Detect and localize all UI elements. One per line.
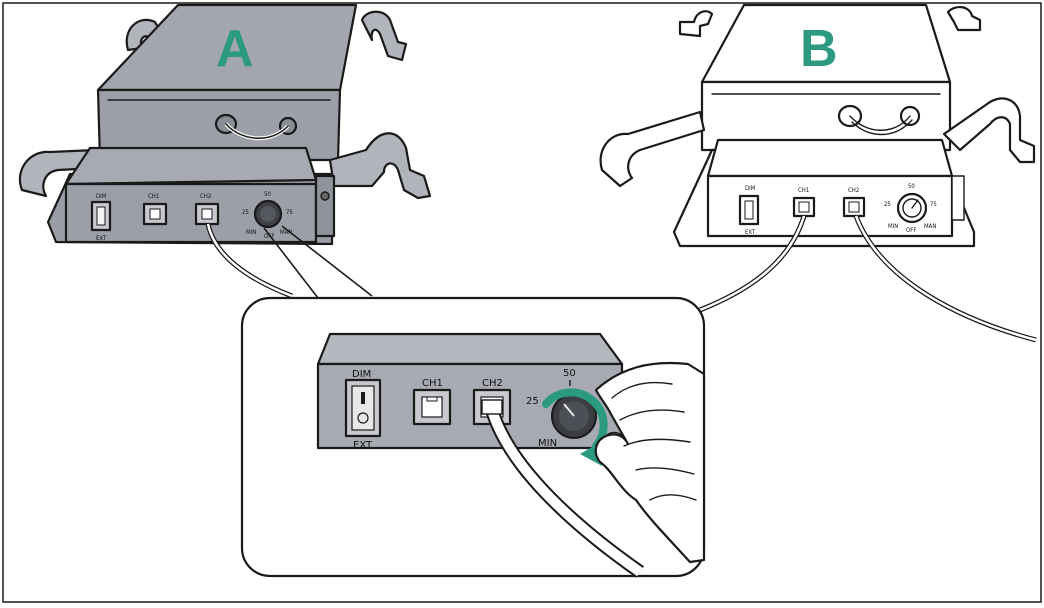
controlbox-a-top: [64, 146, 318, 186]
zoom-box-top: [316, 332, 624, 366]
panel-a-label: A: [216, 20, 254, 78]
knob-a-min: MIN: [246, 229, 256, 236]
device-a: DIM EXT CH1 CH2 50 25 75 MIN OFF MAN: [18, 3, 432, 246]
switch-b-bottom-label: EXT: [745, 229, 756, 236]
bracket-a-back-right: [360, 10, 408, 62]
zoom-port-ch1: [412, 388, 452, 426]
panel-b-label: B: [800, 20, 838, 78]
zoom-inset: DIM EXT CH1 CH2 50 25 MIN: [240, 296, 706, 578]
zoom-switch-bottom-label: EXT: [353, 440, 373, 451]
device-b: DIM EXT CH1 CH2 50 25 75 MIN OFF MAN: [599, 3, 1036, 248]
bracket-b-top-right: [946, 6, 982, 32]
rotate-arrow-icon: [542, 388, 608, 450]
knob-a-man: MAN: [280, 229, 292, 236]
knob-b-75: 75: [930, 201, 937, 208]
port-a-ch2-label: CH2: [200, 193, 211, 200]
port-a-ch1-label: CH1: [148, 193, 159, 200]
zoom-knob-25: 25: [526, 396, 539, 407]
knob-b-man: MAN: [924, 223, 936, 230]
bracket-b-top-left: [678, 10, 714, 38]
knob-b-25: 25: [884, 201, 891, 208]
zoom-knob-50: 50: [563, 368, 576, 379]
controlbox-b-top: [706, 138, 954, 178]
knob-a-25: 25: [242, 209, 249, 216]
knob-a-75: 75: [286, 209, 293, 216]
bracket-a-front-right: [328, 132, 432, 200]
zoom-port-ch1-label: CH1: [422, 378, 443, 389]
switch-b-top-label: DIM: [745, 185, 756, 192]
bracket-b-left: [599, 110, 706, 188]
knob-b-50: 50: [908, 183, 915, 190]
switch-a-top-label: DIM: [96, 193, 107, 200]
knob-a-off: OFF: [264, 233, 274, 240]
zoom-switch-top-label: DIM: [352, 369, 371, 380]
bracket-b-right: [942, 97, 1036, 164]
knob-b-off: OFF: [906, 227, 916, 234]
switch-a-bottom-label: EXT: [96, 235, 107, 242]
hand-icon: [594, 361, 706, 564]
knob-a-50: 50: [264, 191, 271, 198]
knob-b-min: MIN: [888, 223, 898, 230]
port-b-ch2-label: CH2: [848, 187, 859, 194]
zoom-port-ch2-label: CH2: [482, 378, 503, 389]
zoom-knob-min: MIN: [538, 438, 557, 449]
port-b-ch1-label: CH1: [798, 187, 809, 194]
callout-line-right: [281, 225, 373, 297]
callout-line-left: [263, 227, 319, 299]
